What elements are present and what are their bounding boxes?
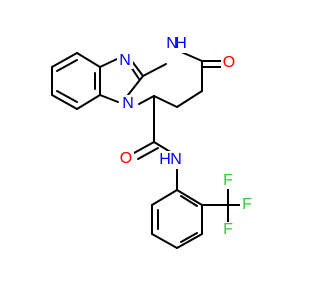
fluorine-label: F [242,196,252,213]
bond [180,195,198,207]
atom-mask [162,33,192,53]
bond [51,94,78,110]
bond [180,232,198,243]
atom-mask [120,95,136,113]
ring-nitrogen-hydrogen-label: H [175,35,187,52]
bond [151,233,178,249]
bond [127,75,144,96]
bond [151,189,178,206]
bond [176,233,203,249]
atom-mask [117,53,133,69]
bond [137,147,159,160]
bond [138,95,155,105]
molecule-canvas: N N H O N O N H F F F [51,33,254,249]
amide-oxygen-label: O [120,150,132,167]
bond [56,59,78,72]
bond [133,141,155,154]
atom-mask [221,173,235,189]
imidazole-nitrogen-label: N [119,52,131,69]
atom-mask [240,197,254,213]
atom-mask [165,151,189,169]
bond [142,63,167,77]
bond [153,95,178,108]
bond [176,189,203,206]
amide-hydrogen-label: H [159,151,171,168]
atom-mask [118,150,134,168]
bond [99,58,118,68]
bridge-nitrogen-label: N [122,95,134,112]
ring-nitrogen-label: N [166,35,178,52]
bond [51,52,78,68]
bond [176,90,203,108]
atom-mask [221,54,237,72]
bond [56,90,78,103]
bond-layer [51,50,247,249]
molecule-structure: N N H O N O N H F F F [51,33,254,249]
amide-nitrogen-label: N [170,151,182,168]
bond [99,94,119,103]
atom-label-layer: N N H O N O N H F F F [117,33,254,238]
fluorine-label: F [223,221,233,238]
bond [76,94,101,110]
bond [76,52,101,68]
atom-mask [221,222,235,238]
fluorine-label: F [223,172,233,189]
ketone-oxygen-label: O [223,54,235,71]
